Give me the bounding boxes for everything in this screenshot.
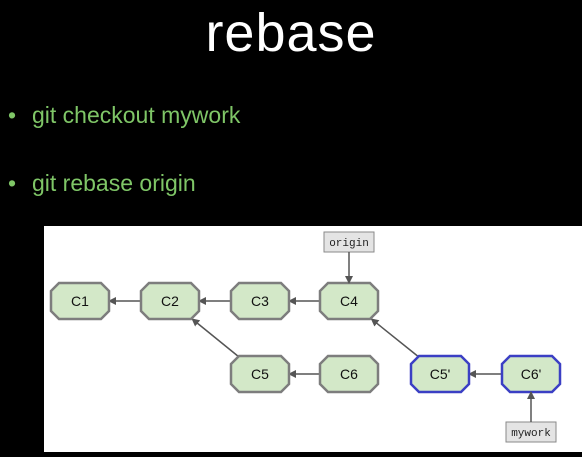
bullet-dot-icon: • — [8, 170, 17, 196]
bullet-dot-icon: • — [8, 102, 17, 128]
commit-label: C5' — [430, 366, 451, 382]
parent-arrow-c5-to-c2 — [191, 318, 239, 357]
ref-label: mywork — [511, 428, 551, 440]
bullet-text: git checkout mywork — [32, 102, 241, 128]
commit-shape — [409, 354, 471, 394]
branch-ref-origin: origin — [323, 231, 375, 284]
commit-label: C5 — [251, 366, 269, 382]
commit-label: C1 — [71, 293, 89, 309]
commit-label: C6 — [340, 366, 358, 382]
commit-node-c2: C2 — [139, 281, 201, 321]
commit-shape — [139, 281, 201, 321]
commit-node-c5: C5 — [229, 354, 291, 394]
commit-shape — [500, 354, 562, 394]
commit-label: C2 — [161, 293, 179, 309]
parent-arrow-c5p-to-c4 — [370, 318, 419, 357]
commit-label: C4 — [340, 293, 358, 309]
slide-title: rebase — [205, 3, 377, 63]
commit-node-c1: C1 — [49, 281, 111, 321]
ref-label: origin — [329, 238, 369, 250]
commit-shape — [318, 281, 380, 321]
commit-node-c4: C4 — [318, 281, 380, 321]
commit-node-c5p: C5' — [409, 354, 471, 394]
branch-ref-mywork: mywork — [505, 391, 557, 443]
bullet-text: git rebase origin — [32, 170, 196, 196]
commit-shape — [229, 354, 291, 394]
commit-node-c6p: C6' — [500, 354, 562, 394]
commit-shape — [229, 281, 291, 321]
commit-shape — [49, 281, 111, 321]
commit-label: C3 — [251, 293, 269, 309]
commit-label: C6' — [521, 366, 542, 382]
commit-node-c3: C3 — [229, 281, 291, 321]
commit-shape — [318, 354, 380, 394]
commit-node-c6: C6 — [318, 354, 380, 394]
